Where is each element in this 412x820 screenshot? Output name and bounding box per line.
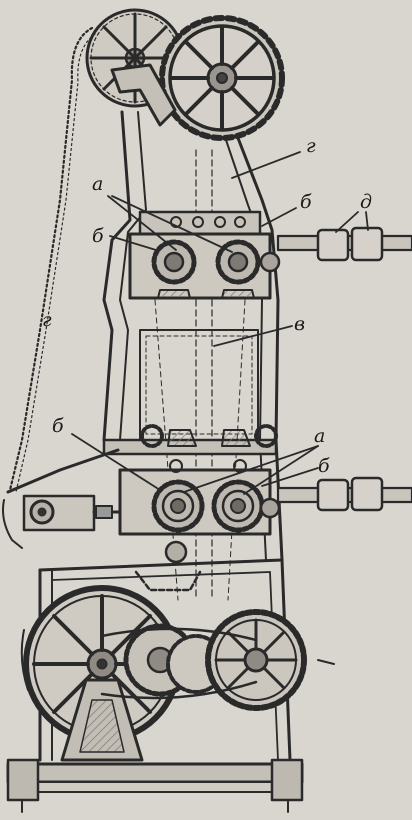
label-v-center: в	[294, 313, 305, 335]
label-b-middle-left: б	[52, 415, 64, 437]
diagram-labels: а б г б д г в б а б	[42, 135, 372, 477]
lower-left-roller	[151, 479, 205, 533]
label-d-weights: д	[360, 191, 372, 213]
left-drive-chain	[8, 26, 94, 492]
label-g-chain: г	[42, 309, 52, 331]
upper-weight-shaft	[276, 226, 412, 262]
upper-tension-roller	[259, 251, 281, 273]
lower-right-roller	[211, 479, 265, 533]
upper-right-gear	[215, 239, 261, 285]
lower-weight-shaft	[276, 476, 412, 512]
label-b-upper-left: б	[92, 225, 104, 247]
base-rail	[6, 758, 304, 813]
top-bracket-arm	[110, 63, 177, 127]
label-g-upper: г	[306, 135, 316, 157]
label-a-upper: а	[92, 173, 103, 195]
label-a-lower: а	[314, 425, 325, 447]
upper-left-gear	[151, 239, 197, 285]
left-tension-lever	[6, 448, 120, 494]
right-gear-wheel	[205, 609, 307, 711]
label-leader-lines	[71, 151, 369, 495]
label-b-upper-right: б	[300, 191, 312, 213]
top-right-sprocket-wheel	[159, 15, 285, 141]
label-b-lower-right: б	[318, 455, 330, 477]
middle-small-sprockets	[140, 424, 278, 448]
upper-cross-plate	[138, 210, 262, 236]
